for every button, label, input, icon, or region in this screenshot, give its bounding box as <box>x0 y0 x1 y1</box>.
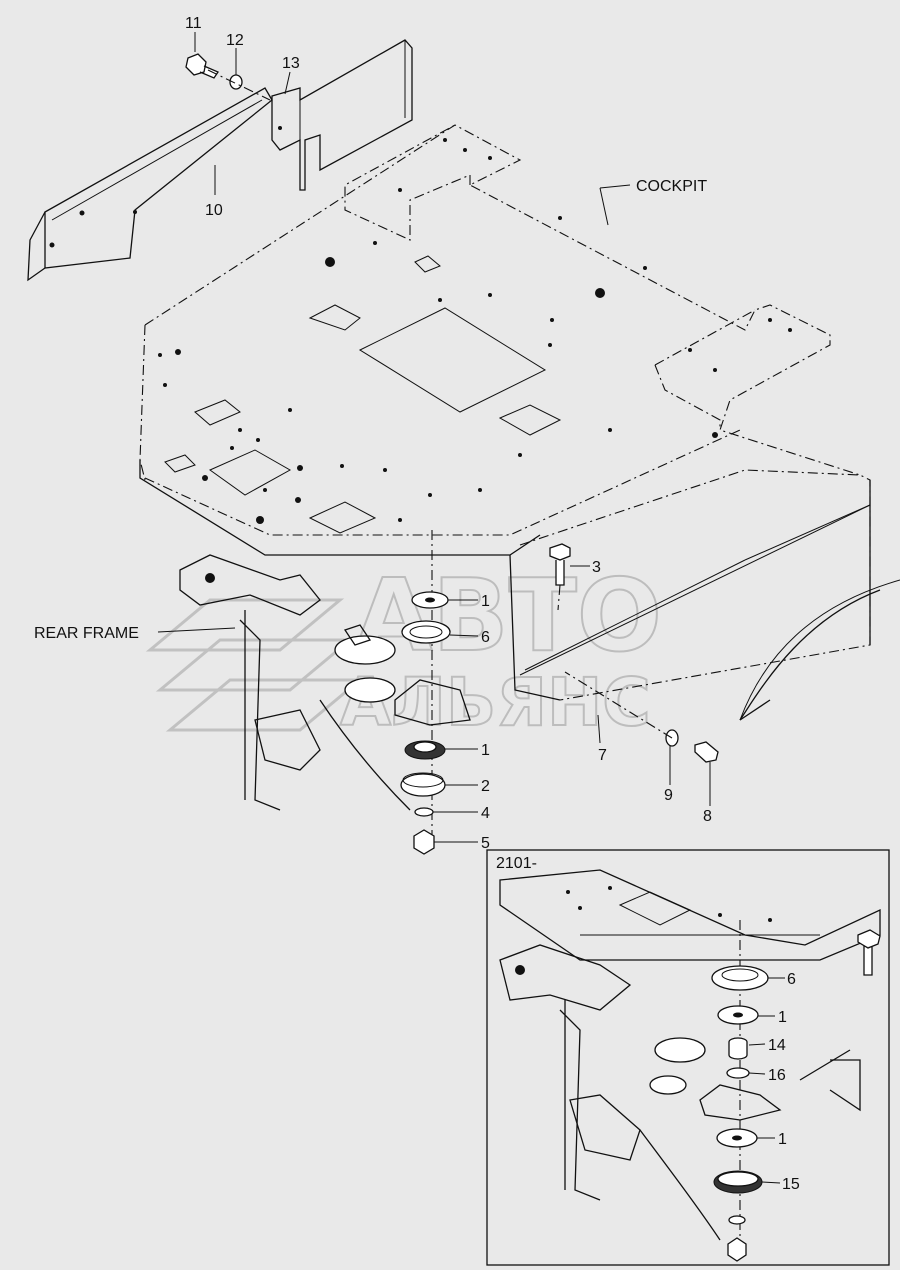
cockpit-floor <box>139 124 861 556</box>
snap-ring <box>414 807 434 817</box>
callout-7: 7 <box>598 747 607 764</box>
callout-14: 14 <box>768 1037 786 1054</box>
inset-bolt <box>857 929 881 976</box>
inset-collar <box>726 1067 750 1079</box>
callout-16: 16 <box>768 1067 786 1084</box>
watermark-emblem <box>145 598 365 732</box>
callout-8: 8 <box>703 808 712 825</box>
callout-9: 9 <box>664 787 673 804</box>
label-rear-frame: REAR FRAME <box>34 625 139 642</box>
inset-washer <box>728 1215 746 1225</box>
callout-1-a: 1 <box>481 593 490 610</box>
callout-12: 12 <box>226 32 244 49</box>
inset-detail <box>486 849 890 1266</box>
callout-3: 3 <box>592 559 601 576</box>
callout-1-c: 1 <box>778 1009 787 1026</box>
diagram-labels: COCKPIT REAR FRAME 2101- <box>34 178 707 872</box>
inset-nut <box>727 1237 747 1262</box>
leader-lines <box>157 32 785 1184</box>
callout-1-d: 1 <box>778 1131 787 1148</box>
inset-stopper-plate <box>711 965 769 991</box>
hex-nut <box>413 829 435 855</box>
inset-frame <box>486 849 890 1266</box>
label-cockpit: COCKPIT <box>636 178 707 195</box>
callout-13: 13 <box>282 55 300 72</box>
callout-6-b: 6 <box>787 971 796 988</box>
stopper-plate <box>401 620 451 644</box>
callout-1-b: 1 <box>481 742 490 759</box>
bolt-11 <box>185 53 219 79</box>
bolt-8 <box>694 741 719 763</box>
callout-5: 5 <box>481 835 490 852</box>
callout-4: 4 <box>481 805 490 822</box>
rear-frame-rail <box>509 469 900 721</box>
callout-6-a: 6 <box>481 629 490 646</box>
callout-2: 2 <box>481 778 490 795</box>
floor-holes <box>158 138 792 524</box>
label-inset-serial: 2101- <box>496 855 537 872</box>
mount-parts-inset <box>711 920 881 1262</box>
callout-15: 15 <box>782 1176 800 1193</box>
inset-sleeve <box>728 1037 748 1060</box>
mount-parts-main <box>185 53 719 855</box>
callout-10: 10 <box>205 202 223 219</box>
bracket-plate <box>271 39 413 191</box>
watermark-line1: АВТО <box>355 557 662 674</box>
side-cover-panel <box>27 87 273 282</box>
callout-11: 11 <box>185 15 202 32</box>
rear-frame-structure <box>179 554 471 811</box>
callout-numbers: 11 12 13 10 3 1 6 1 7 2 9 4 8 5 6 1 14 1… <box>185 15 800 1193</box>
watermark-line2: АЛЬЯНС <box>340 664 651 741</box>
watermark-logo: АВТО АЛЬЯНС <box>145 556 663 742</box>
